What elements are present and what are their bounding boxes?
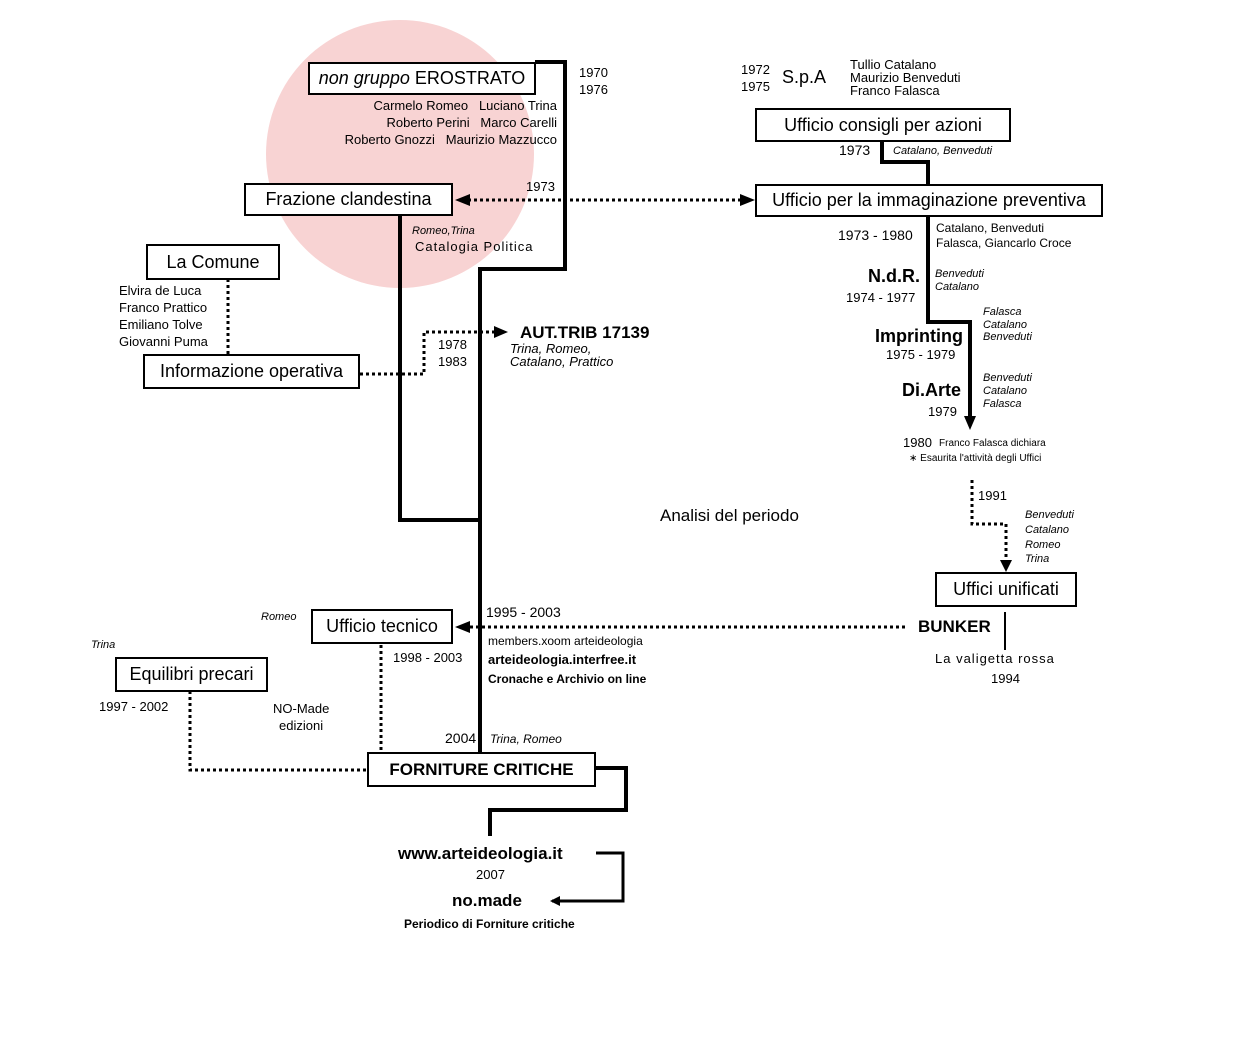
forniture-year: 2004 <box>445 730 477 746</box>
frazione-names: Romeo,Trina <box>412 225 475 237</box>
comune-box: La Comune <box>146 244 280 280</box>
falasca-note-line2: ∗ Esaurita l'attività degli Uffici <box>909 453 1042 464</box>
informazione-year-start: 1978 <box>438 337 467 352</box>
erostrato-timeline <box>478 60 567 752</box>
erostrato-members-1: Carmelo Romeo Luciano Trina <box>373 98 557 113</box>
frazione-box: Frazione clandestina <box>244 183 453 216</box>
spa-member-1: Tullio Catalano <box>850 57 937 72</box>
diarte-name-1: Benveduti <box>983 372 1032 384</box>
frazione-subtitle: Catalogia Politica <box>415 239 534 254</box>
immaginazione-member-2: Falasca, Giancarlo Croce <box>936 236 1072 250</box>
erostrato-members-2: Roberto Perini Marco Carelli <box>386 115 557 130</box>
ndr-name-2: Catalano <box>935 281 980 293</box>
forniture-to-web <box>488 766 628 836</box>
equilibri-box: Equilibri precari <box>115 657 268 692</box>
web-subtitle: Periodico di Forniture critiche <box>404 917 575 931</box>
web-to-nomade-arrow <box>550 851 625 906</box>
aut-trib-title: AUT.TRIB 17139 <box>520 323 650 342</box>
bunker-subtitle: La valigetta rossa <box>935 651 1055 666</box>
consigli-names: Catalano, Benveduti <box>893 145 993 157</box>
falasca-note-line1: Franco Falasca dichiara <box>939 438 1046 449</box>
imprinting-years: 1975 - 1979 <box>886 347 956 362</box>
ndr-title: N.d.R. <box>868 266 920 286</box>
diarte-name-3: Falasca <box>983 398 1022 410</box>
uffici-unificati-year: 1991 <box>978 488 1007 503</box>
erostrato-members-3: Roberto Gnozzi Maurizio Mazzucco <box>344 132 557 147</box>
informazione-aut-link <box>360 330 498 376</box>
imprinting-title: Imprinting <box>875 326 963 346</box>
equilibri-names: Trina <box>91 639 116 651</box>
web-year: 2007 <box>476 867 505 882</box>
falasca-note-year: 1980 <box>903 435 932 450</box>
uffici-unificati-name-1: Benveduti <box>1025 509 1074 521</box>
erostrato-year-start: 1970 <box>579 65 608 80</box>
tecnico-site-1: members.xoom arteideologia <box>488 634 643 648</box>
consigli-to-immaginazione <box>880 142 930 184</box>
tecnico-box: Ufficio tecnico <box>311 609 453 644</box>
uffici-unificati-name-4: Trina <box>1025 553 1050 565</box>
tecnico-site-3: Cronache e Archivio on line <box>488 672 647 686</box>
bunker-title: BUNKER <box>918 617 991 636</box>
frazione-timeline <box>398 216 480 522</box>
uffici-unificati-name-3: Romeo <box>1025 539 1061 551</box>
immaginazione-timeline <box>926 216 972 418</box>
immaginazione-box: Ufficio per la immaginazione preventiva <box>755 184 1103 217</box>
spa-year-end: 1975 <box>741 79 770 94</box>
tecnico-years: 1995 - 2003 <box>486 604 561 620</box>
web-nomade: no.made <box>452 891 522 910</box>
aut-trib-names-2: Catalano, Prattico <box>510 354 614 369</box>
tecnico-site-2: arteideologia.interfree.it <box>488 652 637 667</box>
immaginazione-member-1: Catalano, Benveduti <box>936 221 1045 235</box>
tecnico-years2: 1998 - 2003 <box>393 650 463 665</box>
comune-member-2: Franco Prattico <box>119 300 208 315</box>
diarte-title: Di.Arte <box>902 380 962 400</box>
informazione-year-end: 1983 <box>438 354 467 369</box>
tecnico-names: Romeo <box>261 611 297 623</box>
equilibri-years: 1997 - 2002 <box>99 699 169 714</box>
immaginazione-years: 1973 - 1980 <box>838 227 913 243</box>
forniture-box: FORNITURE CRITICHE <box>367 752 596 787</box>
nomade-edizioni-line1: NO-Made <box>273 701 330 716</box>
consigli-year: 1973 <box>839 142 871 158</box>
spa-name: S.p.A <box>782 67 827 87</box>
imprinting-name-1: Falasca <box>983 306 1022 318</box>
bunker-year: 1994 <box>991 671 1020 686</box>
uffici-unificati-link <box>970 480 1008 562</box>
forniture-names: Trina, Romeo <box>490 732 562 746</box>
erostrato-box: non gruppo EROSTRATO <box>308 62 536 95</box>
erostrato-year-end: 1976 <box>579 82 608 97</box>
consigli-box: Ufficio consigli per azioni <box>755 108 1011 142</box>
comune-member-1: Elvira de Luca <box>119 283 202 298</box>
comune-member-3: Emiliano Tolve <box>119 317 203 332</box>
web-site: www.arteideologia.it <box>398 844 563 863</box>
imprinting-name-3: Benveduti <box>983 331 1032 343</box>
frazione-year: 1973 <box>526 179 555 194</box>
equilibri-link <box>188 691 367 772</box>
erostrato-italic: non gruppo <box>318 68 410 88</box>
diarte-name-2: Catalano <box>983 385 1028 397</box>
analisi-label: Analisi del periodo <box>660 506 799 525</box>
ndr-years: 1974 - 1977 <box>846 290 916 305</box>
nomade-edizioni-line2: edizioni <box>279 718 324 733</box>
spa-year-start: 1972 <box>741 62 770 77</box>
imprinting-name-2: Catalano <box>983 319 1028 331</box>
ndr-name-1: Benveduti <box>935 268 984 280</box>
spa-member-2: Maurizio Benveduti <box>850 70 961 85</box>
informazione-box: Informazione operativa <box>143 354 360 389</box>
diarte-year: 1979 <box>928 404 957 419</box>
aut-trib-names-1: Trina, Romeo, <box>510 341 592 356</box>
erostrato-name: EROSTRATO <box>414 68 526 88</box>
spa-member-3: Franco Falasca <box>850 83 940 98</box>
uffici-unificati-box: Uffici unificati <box>935 572 1077 607</box>
comune-member-4: Giovanni Puma <box>119 334 208 349</box>
uffici-unificati-name-2: Catalano <box>1025 524 1070 536</box>
